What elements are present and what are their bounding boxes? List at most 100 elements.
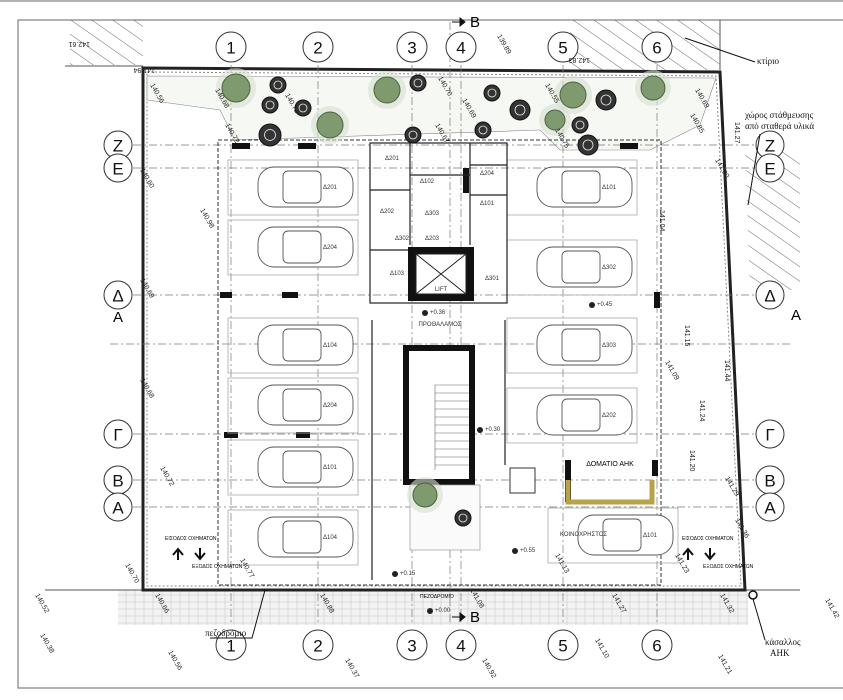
level-mark: +0.00 <box>435 608 451 614</box>
parking-bay: Δ302 <box>506 239 638 296</box>
grid-bubble-label: 5 <box>558 39 567 58</box>
spot-elevation: 140.98 <box>198 208 215 230</box>
shrub-icon <box>258 123 282 147</box>
grid-bubble-label: E <box>764 160 775 179</box>
shrub-icon <box>483 84 501 102</box>
shrub-icon <box>454 509 472 527</box>
parking-bay: Δ104 <box>227 317 359 374</box>
spot-elevation: 141.04 <box>658 210 665 232</box>
spot-elevation: 140.92 <box>480 658 497 680</box>
grid-bubble-label: 2 <box>313 637 322 656</box>
building-note: κτίριο <box>757 56 779 66</box>
storage-label: Δ202 <box>380 209 395 215</box>
sidewalk-label: ΠΕΖΟΔΡΟΜΙΟ <box>420 594 454 600</box>
grid-bubble-col: 1 <box>215 31 247 63</box>
grid-bubble-label: 6 <box>652 637 661 656</box>
parking-bay-label: Δ101 <box>643 533 658 539</box>
parking-bay: Δ101 <box>227 439 359 496</box>
curb-note: πεζοδρόμιο <box>205 628 247 638</box>
storage-label: Δ203 <box>425 236 440 242</box>
storage-label: Δ301 <box>485 276 500 282</box>
vehicle-entrance-right: ΕΙΣΟΔΟΣ ΟΧΗΜΑΤΩΝ ΕΞΟΔΟΣ ΟΧΗΜΑΤΩΝ <box>682 536 754 570</box>
storage-label: Δ103 <box>390 271 405 277</box>
grid-bubble-label: A <box>112 499 124 518</box>
tree-icon <box>221 73 251 103</box>
grid-bubble-label: B <box>764 472 775 491</box>
spot-elevation: 141.13 <box>553 553 570 575</box>
eac-box-note: κάσαλλος <box>765 637 801 647</box>
parking-bay-label: Δ204 <box>323 245 338 251</box>
grid-bubble-row: Γ <box>755 419 785 449</box>
spot-elevation: 141.44 <box>723 360 730 382</box>
spot-elevation: 140.37 <box>343 658 360 680</box>
grid-bubble-label: 2 <box>313 39 322 58</box>
grid-bubble-row: E <box>755 153 785 183</box>
grid-bubble-col: 3 <box>396 31 428 63</box>
shrub-icon <box>294 99 312 117</box>
shrub-icon <box>509 99 531 121</box>
grid-bubble-label: B <box>112 472 123 491</box>
exit-label: ΕΞΟΔΟΣ ΟΧΗΜΑΤΩΝ <box>192 564 243 570</box>
level-mark: +0.36 <box>430 310 446 316</box>
grid-bubble-label: 3 <box>407 39 416 58</box>
tree-icon <box>559 81 587 109</box>
storage-label: Δ303 <box>425 211 440 217</box>
grid-bubble-col: 2 <box>302 31 334 63</box>
grid-bubble-col: 5 <box>547 31 579 63</box>
grid-bubble-label: Γ <box>113 426 122 445</box>
grid-bubble-row: B <box>103 465 133 495</box>
spot-elevation: 140.68 <box>138 378 155 400</box>
grid-bubble-row: Δ <box>103 280 133 310</box>
level-mark: +0.55 <box>520 548 536 554</box>
storage-label: Δ201 <box>385 156 400 162</box>
spot-elevation: 141.15 <box>683 325 690 347</box>
parking-bay: Δ104 <box>227 509 359 566</box>
spot-elevation: 142.83 <box>568 56 590 63</box>
structural-columns <box>220 143 660 476</box>
entrance-label: ΕΙΣΟΔΟΣ ΟΧΗΜΑΤΩΝ <box>165 536 217 542</box>
shrub-icon <box>571 116 589 134</box>
grid-bubble-row: Z <box>103 130 133 160</box>
spot-elevation: 139.89 <box>495 34 512 56</box>
grid-bubble-label: 5 <box>558 637 567 656</box>
level-marks: +0.36 +0.45 +0.30 +0.15 +0.55 +0.00 ΠΕΖΟ… <box>392 302 613 614</box>
parking-bay: Δ204 <box>227 219 359 276</box>
common-label: ΚΟΙΝΟΧΡΗΣΤΟΣ <box>560 532 607 538</box>
shrub-icon <box>409 74 427 92</box>
section-a-label: A <box>113 309 123 326</box>
parking-bay-label: Δ202 <box>602 413 617 419</box>
plot-boundary <box>141 66 747 592</box>
grid-bubble-row: A <box>103 492 133 522</box>
grid-bubble-row: Δ <box>755 280 785 310</box>
shrub-icon <box>269 76 287 94</box>
eac-room: ΔΟΜΑΤΙΟ ΑΗΚ <box>565 460 655 505</box>
parking-bay-label: Δ204 <box>323 403 338 409</box>
tree-icon <box>640 75 666 101</box>
parking-note: χώρος στάθμευσης <box>744 110 814 120</box>
grid-bubble-label: Δ <box>112 287 123 306</box>
storage-label: Δ204 <box>480 171 495 177</box>
level-mark: +0.15 <box>400 571 416 577</box>
neighbour-hatch-east <box>745 150 800 290</box>
grid-bubble-row: B <box>755 465 785 495</box>
parking-bay-label: Δ104 <box>323 535 338 541</box>
grid-bubble-label: 3 <box>407 637 416 656</box>
spot-elevation: 141.29 <box>723 476 740 498</box>
parking-bay: Δ204 <box>227 377 359 434</box>
parking-bay-label: Δ303 <box>602 343 617 349</box>
neighbour-hatch-left <box>70 20 143 65</box>
level-mark: +0.30 <box>485 427 501 433</box>
storage-label: Δ302 <box>395 236 410 242</box>
parking-bay-label: Δ101 <box>602 185 617 191</box>
parking-bay-label: Δ302 <box>602 265 617 271</box>
parking-bay: Δ202 <box>506 387 638 444</box>
shrub-icon <box>577 134 599 156</box>
spot-elevation: 140.56 <box>166 650 183 672</box>
grid-bubble-label: 1 <box>226 39 235 58</box>
grid-bubble-col: 4 <box>445 629 477 661</box>
spot-elevation: 141.24 <box>698 400 705 422</box>
parking-bay: Δ101 <box>506 159 638 216</box>
spot-elevation: 141.20 <box>688 450 695 472</box>
vehicle-entrance-left: ΕΙΣΟΔΟΣ ΟΧΗΜΑΤΩΝ ΕΞΟΔΟΣ ΟΧΗΜΑΤΩΝ <box>165 536 243 570</box>
